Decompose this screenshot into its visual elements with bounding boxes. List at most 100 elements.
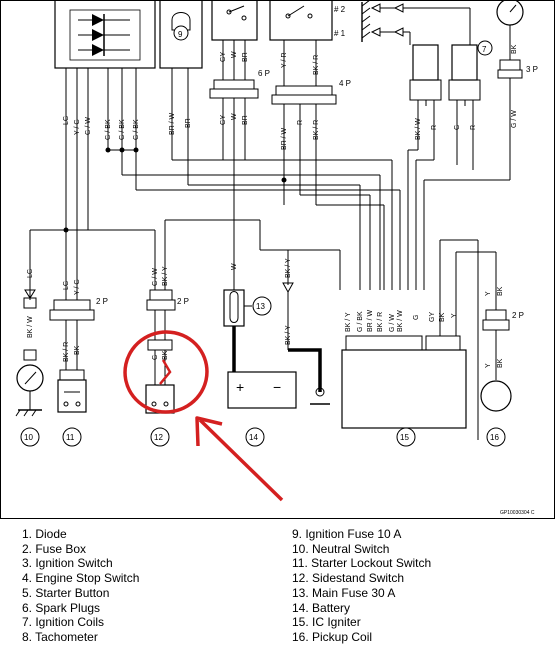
legend-item: 10. Neutral Switch: [292, 541, 390, 556]
legend-item: 9. Ignition Fuse 10 A: [292, 527, 402, 541]
diode-block: [54, 0, 156, 69]
svg-text:13: 13: [256, 302, 265, 311]
wire-label: W: [231, 263, 238, 270]
wire-label: Y: [485, 291, 492, 296]
legend-item: 14. Battery: [292, 600, 351, 615]
wire-label: G: [152, 355, 159, 360]
wire-label: Y / G: [74, 119, 81, 135]
legend-item: 16. Pickup Coil: [292, 629, 373, 644]
diode-icon: [92, 14, 104, 26]
wire-label: BK / W: [415, 118, 422, 140]
diagram-frame: [0, 0, 555, 519]
wire-label: Y: [451, 313, 458, 318]
callout-12: 12: [150, 427, 170, 447]
svg-text:16: 16: [490, 433, 499, 442]
legend-item: 4. Engine Stop Switch: [22, 571, 140, 586]
wire-label: G / W: [389, 314, 396, 332]
connector-6p: [209, 79, 259, 99]
legend-right-column: 9. Ignition Fuse 10 A 10. Neutral Switch…: [292, 527, 431, 645]
tachometer-gauge: [496, 0, 524, 60]
legend-item: 12. Sidestand Switch: [292, 571, 405, 586]
wire-label: Y / G: [74, 279, 81, 295]
connector-2p-label: 2 P: [177, 297, 189, 306]
legend-item: 6. Spark Plugs: [22, 600, 101, 615]
wire-label: R: [431, 125, 438, 130]
red-annotation: [123, 330, 284, 502]
wire-label: W: [231, 113, 238, 120]
wire-label: W: [231, 51, 238, 58]
wire-label: GY: [429, 312, 436, 322]
ignition-fuse-block: [159, 0, 203, 69]
callout-15: 15: [396, 427, 416, 447]
wire-label: BR / W: [281, 127, 288, 150]
callout-10: 10: [20, 427, 40, 447]
callout-7: 7: [477, 40, 493, 56]
battery-negative-label: −: [273, 379, 281, 395]
battery: [227, 282, 330, 409]
wire-label: LG: [27, 269, 34, 278]
wire-label: G: [413, 315, 420, 320]
legend-item: 3. Ignition Switch: [22, 556, 113, 571]
main-fuse: [223, 289, 252, 372]
connector-3p-label: 3 P: [526, 65, 538, 74]
connector-6p-label: 6 P: [258, 69, 270, 78]
wire-label: BR: [242, 115, 249, 125]
legend-item: 1. Diode: [22, 527, 67, 541]
callout-9: 9: [173, 25, 189, 41]
wire-label: BK: [511, 44, 518, 54]
callout-14: 14: [245, 427, 265, 447]
wire-label: BK: [497, 358, 504, 368]
connector-2p-label: 2 P: [512, 311, 524, 320]
connector-3p: [497, 59, 523, 79]
wire-label: G / W: [152, 268, 159, 286]
wire-label: BK: [497, 286, 504, 296]
svg-text:14: 14: [249, 433, 258, 442]
wire-label: BK / W: [27, 316, 34, 338]
wire-label: G / BK: [133, 119, 140, 140]
junction-dots: [63, 147, 287, 233]
connector-4p: [271, 85, 337, 105]
legend-item: 15. IC Igniter: [292, 615, 361, 630]
callout-13: 13: [252, 296, 272, 316]
wire-label: R: [297, 120, 304, 125]
legend-item: 2. Fuse Box: [22, 541, 87, 556]
legend-item: 8. Tachometer: [22, 629, 98, 644]
svg-text:11: 11: [66, 433, 75, 442]
wire-label: GY: [220, 115, 227, 125]
diode-icon: [92, 29, 104, 41]
wire-label: G / BK: [105, 119, 112, 140]
wire-label: G / BK: [119, 119, 126, 140]
wire-label: BR: [185, 118, 192, 128]
svg-text:12: 12: [154, 433, 163, 442]
wire-label: BR: [242, 52, 249, 62]
fuse-terminal-2-label: # 2: [334, 5, 346, 14]
wire-label: BK: [74, 345, 81, 355]
legend-item: 13. Main Fuse 30 A: [292, 585, 396, 600]
wire-label: BK / Y: [345, 312, 352, 332]
wire-label: Y: [485, 363, 492, 368]
wire-label: LG: [63, 116, 70, 125]
wire-label: BK / W: [397, 310, 404, 332]
wire-label: BK / R: [63, 342, 70, 362]
callout-11: 11: [62, 427, 82, 447]
fuse-terminal-1-label: # 1: [334, 29, 346, 38]
wiring-harness-top: [29, 40, 511, 300]
wire-label: BK / Y: [285, 258, 292, 278]
legend-item: 5. Starter Button: [22, 585, 110, 600]
neutral-switch: [15, 289, 44, 417]
reference-code: GP10030304 C: [500, 510, 535, 516]
pickup-coil: [480, 309, 512, 412]
wire-label: G / BK: [357, 311, 364, 332]
legend-item: 7. Ignition Coils: [22, 615, 105, 630]
svg-text:10: 10: [24, 433, 33, 442]
wire-label: BK / R: [313, 55, 320, 75]
wire-label: G: [454, 125, 461, 130]
wire-label: BK: [162, 350, 169, 360]
highlight-arrow: [198, 418, 284, 502]
wire-label: BK / R: [313, 120, 320, 140]
connector-4p-label: 4 P: [339, 79, 351, 88]
wire-label: BK / Y: [285, 325, 292, 345]
engine-stop-switch-block: [269, 0, 333, 41]
battery-positive-label: +: [236, 379, 244, 395]
svg-text:7: 7: [482, 45, 487, 54]
